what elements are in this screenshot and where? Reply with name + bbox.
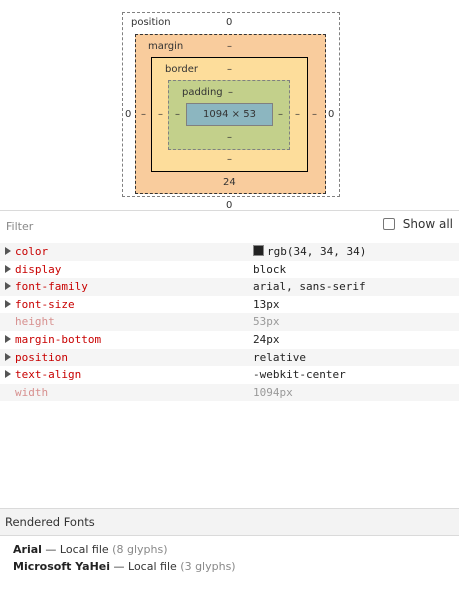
expand-triangle-icon[interactable] (5, 370, 11, 379)
position-right-value[interactable]: 0 (328, 109, 335, 120)
expand-triangle-icon[interactable] (5, 264, 11, 273)
property-row[interactable]: text-align -webkit-center (0, 366, 459, 384)
margin-right-value[interactable]: – (312, 109, 317, 120)
color-swatch-icon[interactable] (253, 245, 264, 256)
property-name: font-family (15, 280, 88, 294)
property-row[interactable]: font-size 13px (0, 296, 459, 314)
property-value: 24px (253, 331, 280, 349)
position-top-value[interactable]: 0 (226, 17, 233, 28)
margin-bottom-value[interactable]: 24 (223, 177, 236, 188)
rendered-font-item: Microsoft YaHei — Local file (3 glyphs) (13, 558, 236, 575)
property-name: position (15, 350, 68, 364)
property-row[interactable]: height 53px (0, 313, 459, 331)
property-name: font-size (15, 297, 75, 311)
computed-properties-list: color rgb(34, 34, 34) display block font-fam… (0, 243, 459, 402)
property-value: relative (253, 349, 306, 367)
font-name: Microsoft YaHei (13, 560, 111, 573)
padding-bottom-value[interactable]: – (227, 132, 232, 143)
rendered-font-item: Arial — Local file (8 glyphs) (13, 541, 236, 558)
padding-right-value[interactable]: – (278, 109, 283, 120)
margin-left-value[interactable]: – (141, 109, 146, 120)
property-value: -webkit-center (253, 366, 346, 384)
show-all-checkbox[interactable] (382, 218, 395, 230)
property-row[interactable]: font-family arial, sans-serif (0, 278, 459, 296)
rendered-fonts-list: Arial — Local file (8 glyphs)Microsoft Y… (13, 541, 236, 575)
property-value-text: arial, sans-serif (253, 280, 366, 294)
property-row[interactable]: position relative (0, 348, 459, 367)
property-row[interactable]: width 1094px (0, 383, 459, 402)
font-source: — Local file (113, 560, 177, 573)
margin-top-value[interactable]: – (227, 41, 232, 52)
position-label: position (131, 17, 171, 28)
padding-left-value[interactable]: – (175, 109, 180, 120)
border-label: border (165, 64, 199, 75)
property-value: block (253, 261, 286, 279)
box-model-content[interactable]: 1094 × 53 (186, 103, 273, 126)
property-value: arial, sans-serif (253, 278, 366, 296)
property-value: 53px (253, 313, 280, 331)
property-row[interactable]: color rgb(34, 34, 34) (0, 243, 459, 261)
padding-label: padding (182, 87, 223, 98)
border-right-value[interactable]: – (295, 109, 300, 120)
position-bottom-value[interactable]: 0 (226, 200, 233, 211)
font-glyph-count: (3 glyphs) (180, 560, 236, 573)
font-source: — Local file (45, 543, 109, 556)
border-bottom-value[interactable]: – (227, 154, 232, 165)
property-value-text: 1094px (253, 385, 293, 399)
expand-triangle-icon[interactable] (5, 352, 11, 361)
property-name: display (15, 262, 62, 276)
font-name: Arial (13, 543, 42, 556)
property-name: height (15, 315, 55, 329)
property-name: color (15, 245, 49, 258)
border-left-value[interactable]: – (158, 109, 163, 120)
property-value-text: relative (253, 350, 306, 364)
expand-triangle-icon[interactable] (5, 247, 11, 255)
box-model-position (122, 12, 340, 197)
property-name: text-align (15, 368, 82, 382)
border-top-value[interactable]: – (227, 64, 232, 75)
property-value-text: block (253, 262, 287, 276)
position-left-value[interactable]: 0 (125, 109, 132, 120)
property-row[interactable]: margin-bottom 24px (0, 331, 459, 349)
property-value-text: rgb(34, 34, 34) (267, 245, 367, 258)
property-name: margin-bottom (15, 332, 102, 346)
show-all-toggle[interactable]: Show all (382, 217, 453, 231)
property-value-text: 13px (253, 297, 280, 311)
property-row[interactable]: display block (0, 261, 459, 279)
expand-triangle-icon[interactable] (5, 334, 11, 343)
property-value-text: 24px (253, 332, 280, 346)
property-value: rgb(34, 34, 34) (253, 243, 366, 261)
rendered-fonts-title: Rendered Fonts (5, 515, 95, 529)
filter-bar: Show all (0, 210, 459, 240)
margin-label: margin (148, 41, 184, 52)
property-value: 1094px (253, 384, 293, 402)
font-glyph-count: (8 glyphs) (112, 543, 168, 556)
property-name: width (15, 385, 49, 399)
property-value-text: 53px (253, 315, 280, 329)
property-value: 13px (253, 296, 280, 314)
property-value-text: -webkit-center (253, 368, 346, 382)
expand-triangle-icon[interactable] (5, 299, 11, 308)
expand-triangle-icon[interactable] (5, 282, 11, 291)
show-all-label: Show all (402, 217, 453, 231)
rendered-fonts-header[interactable]: Rendered Fonts (0, 508, 459, 536)
filter-input[interactable] (6, 218, 306, 234)
padding-top-value[interactable]: – (228, 87, 233, 98)
